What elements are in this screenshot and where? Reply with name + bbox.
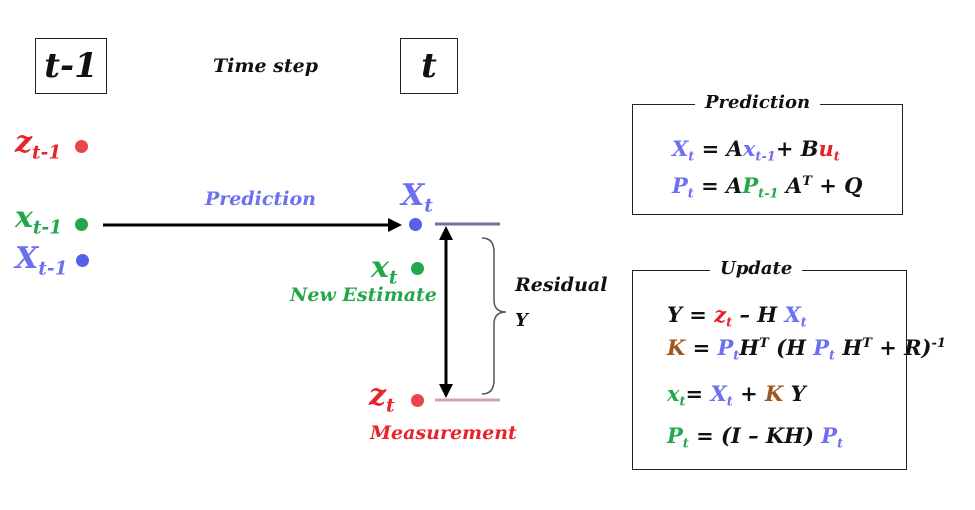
prediction-arrow-label: Prediction — [205, 188, 316, 210]
prediction-covariance-equation: Pt = APt-1 AT + Q — [672, 173, 863, 202]
update-gain-equation: K = PtHT (H Pt HT + R)-1 — [667, 335, 946, 364]
z-t-dot — [411, 394, 424, 407]
prediction-panel-title: Prediction — [695, 92, 821, 113]
update-covariance-equation: Pt = (I – KH) Pt — [667, 423, 844, 452]
update-state-equation: xt= Xt + K Y — [667, 381, 806, 410]
update-residual-equation: Y = zt – H Xt — [667, 302, 807, 331]
x-prev-label: xt-1 — [15, 200, 63, 239]
update-panel — [632, 270, 907, 470]
x-prev-dot — [75, 218, 88, 231]
measurement-label: Measurement — [370, 422, 517, 444]
z-prev-label: zt-1 — [15, 125, 62, 164]
X-prev-label: Xt-1 — [15, 241, 68, 280]
prediction-panel — [632, 104, 903, 215]
residual-label: Residual — [515, 274, 608, 296]
z-t-label: zt — [369, 378, 395, 417]
z-prev-dot — [75, 140, 88, 153]
update-panel-title: Update — [710, 258, 803, 279]
time-step-label: Time step — [213, 55, 319, 77]
time-prev-box: t-1 — [35, 38, 107, 94]
X-t-dot — [409, 218, 422, 231]
x-t-label: xt — [371, 250, 398, 289]
new-estimate-label: New Estimate — [290, 284, 437, 306]
X-prev-dot — [76, 254, 89, 267]
prediction-state-equation: Xt = Axt-1+ But — [672, 136, 840, 165]
x-t-dot — [411, 262, 424, 275]
X-t-label: Xt — [401, 178, 433, 217]
time-prev-label: t-1 — [44, 46, 98, 86]
time-curr-label: t — [421, 46, 437, 86]
time-curr-box: t — [400, 38, 458, 94]
residual-symbol: Y — [515, 310, 528, 331]
